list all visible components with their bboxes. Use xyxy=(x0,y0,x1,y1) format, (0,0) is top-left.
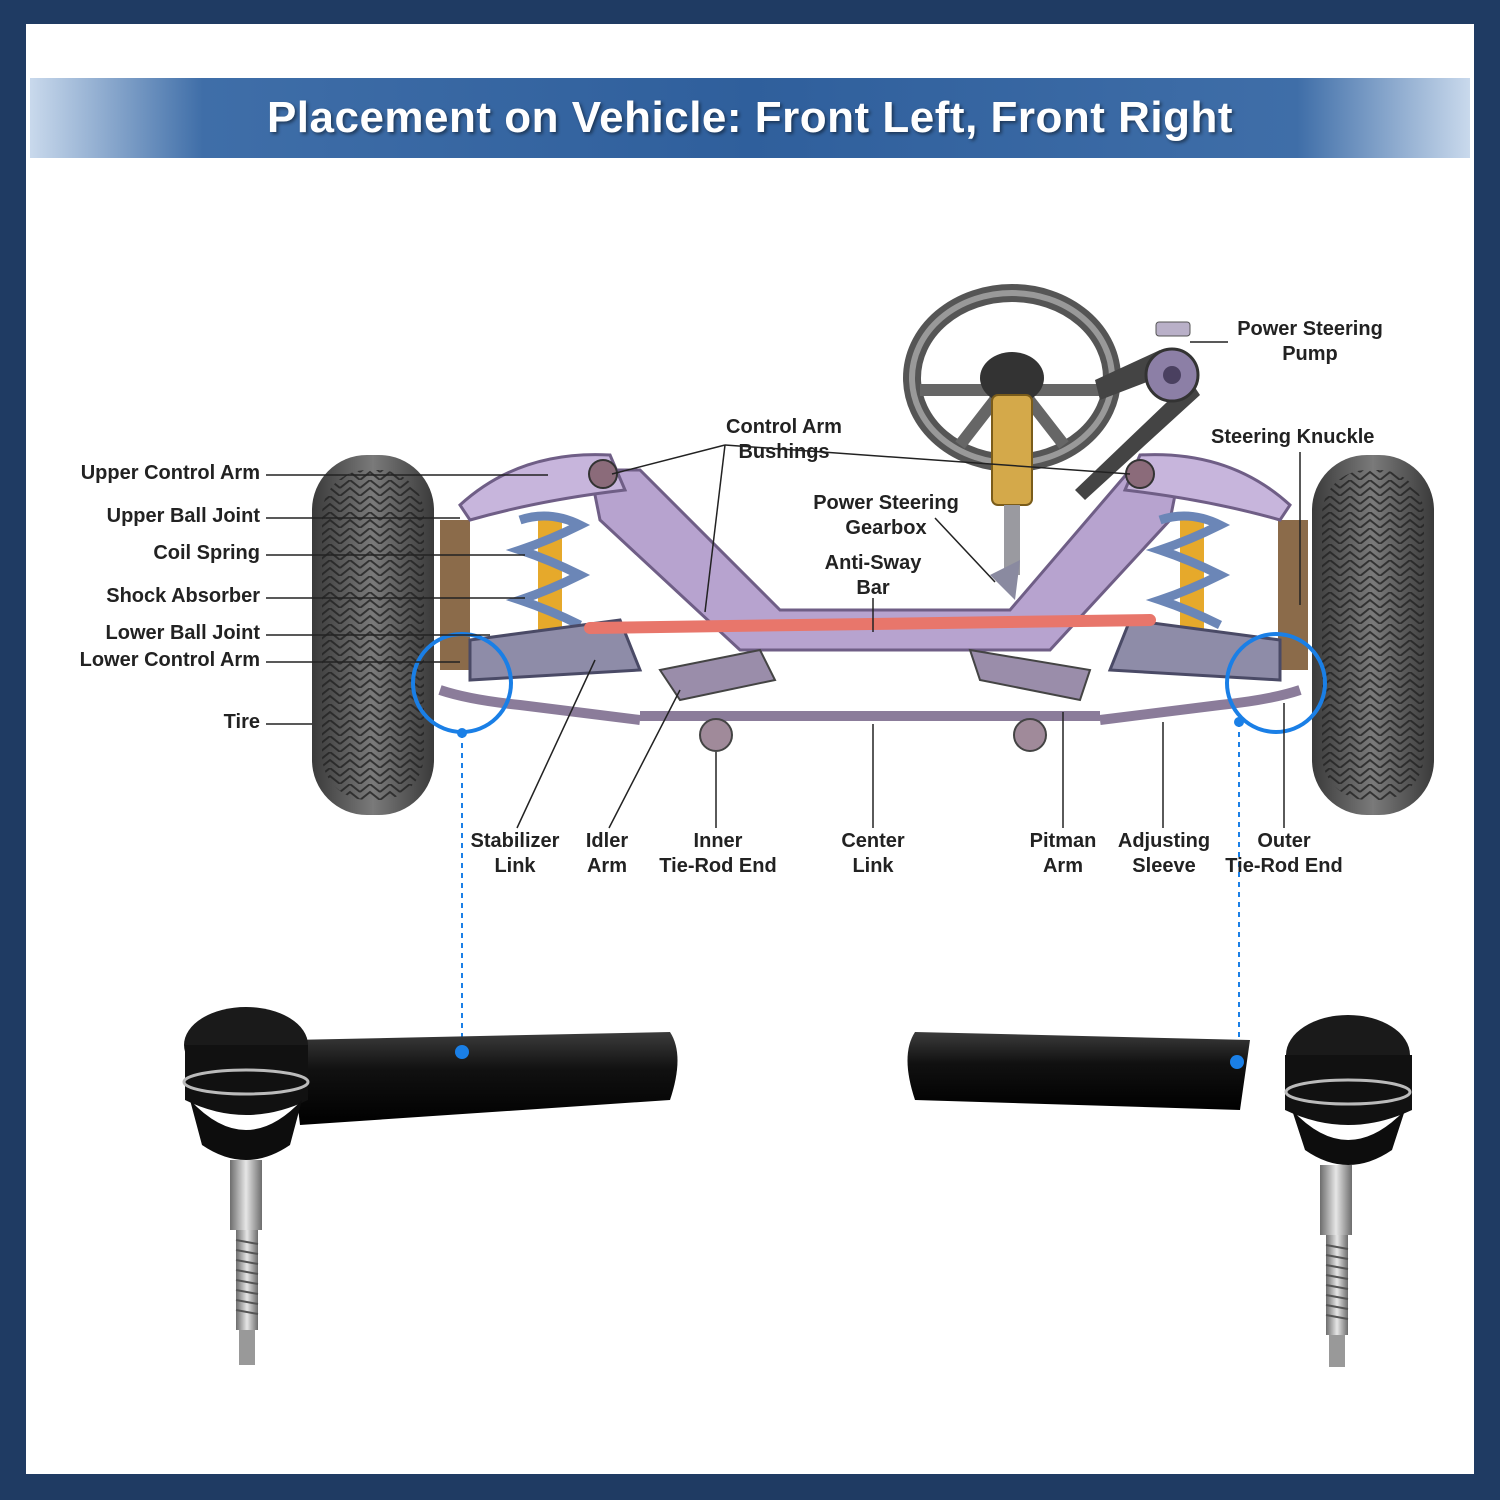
label-inner-tie-rod-end: Inner Tie-Rod End xyxy=(659,830,777,877)
title-banner: Placement on Vehicle: Front Left, Front … xyxy=(30,78,1470,158)
label-anti-sway-bar: Anti-Sway Bar xyxy=(824,552,922,599)
power-steering-gearbox xyxy=(990,560,1020,600)
right-tie-rod xyxy=(1099,685,1302,725)
label-control-arm-bushings: Control Arm Bushings xyxy=(726,416,842,463)
label-power-steering-gearbox: Power Steering Gearbox xyxy=(813,492,959,539)
right-steering-knuckle xyxy=(1278,520,1308,670)
right-control-arm-bushing xyxy=(1125,459,1155,489)
label-lower-ball-joint: Lower Ball Joint xyxy=(105,622,260,644)
left-coil-spring xyxy=(505,511,591,635)
pitman-arm xyxy=(968,648,1092,702)
left-tie-rod-end-part xyxy=(182,1007,678,1365)
label-upper-control-arm: Upper Control Arm xyxy=(80,462,260,484)
left-control-arm-bushing xyxy=(588,459,618,489)
label-pitman-arm: Pitman Arm xyxy=(1029,830,1097,877)
right-tie-rod-end-part xyxy=(907,1015,1412,1367)
right-upper-control-arm xyxy=(1122,453,1292,522)
label-outer-tie-rod-end: Outer Tie-Rod End xyxy=(1225,830,1343,877)
content-panel xyxy=(26,24,1474,1474)
label-stabilizer-link: Stabilizer Link xyxy=(470,830,560,877)
steering-column xyxy=(990,394,1033,600)
label-lower-control-arm: Lower Control Arm xyxy=(79,649,260,671)
left-lower-control-arm xyxy=(468,618,643,682)
right-tire xyxy=(1312,455,1434,815)
inner-tie-rod-end xyxy=(699,718,733,752)
left-part-marker-dot xyxy=(455,1045,469,1059)
right-coil-spring xyxy=(1145,511,1231,635)
idler-arm xyxy=(658,648,777,702)
label-adjusting-sleeve: Adjusting Sleeve xyxy=(1117,830,1211,877)
label-idler-arm: Idler Arm xyxy=(585,830,629,877)
label-upper-ball-joint: Upper Ball Joint xyxy=(106,505,260,527)
right-lower-control-arm xyxy=(1107,618,1282,682)
label-shock-absorber: Shock Absorber xyxy=(106,585,260,607)
anti-sway-bar xyxy=(584,614,1156,634)
left-tie-rod xyxy=(438,685,641,725)
label-steering-knuckle: Steering Knuckle xyxy=(1211,426,1375,448)
label-coil-spring: Coil Spring xyxy=(153,542,260,564)
leader-lines xyxy=(266,341,1301,829)
label-center-link: Center Link xyxy=(841,830,905,877)
left-steering-knuckle xyxy=(440,520,470,670)
label-power-steering-pump: Power Steering Pump xyxy=(1237,318,1383,365)
label-tire: Tire xyxy=(223,711,260,733)
right-highlight-circle xyxy=(1225,632,1327,734)
right-part-marker-dot xyxy=(1230,1055,1244,1069)
page-title: Placement on Vehicle: Front Left, Front … xyxy=(266,93,1234,142)
pitman-arm-joint xyxy=(1013,718,1047,752)
power-steering-pump xyxy=(1075,321,1200,500)
